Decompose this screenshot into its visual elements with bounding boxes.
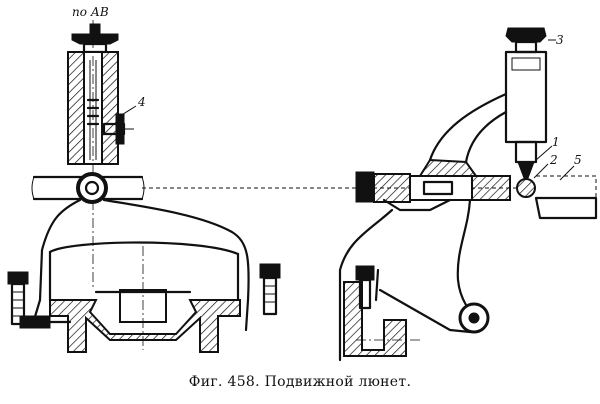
base-dovetail-left [49,246,241,353]
right-view [119,27,598,362]
label-4: 4 [138,95,146,109]
left-view [7,20,281,353]
label-3: 3 [556,33,564,47]
arched-frame-left [32,198,250,332]
top-knob-left [71,23,119,54]
label-1: 1 [552,135,560,149]
vertical-gauge-body [504,50,548,179]
label-5: 5 [574,153,582,167]
label-top-note: по АВ [72,5,109,19]
bracket-body-right [338,198,480,362]
figure-caption: Фиг. 458. Подвижной люнет. [188,374,412,390]
workpiece-section-right [516,178,536,198]
right-side-bolt [259,263,281,316]
side-screw-4 [102,113,134,145]
support-roller-left [76,172,108,204]
label-2: 2 [550,153,558,167]
horizontal-jaw-assembly [355,171,511,212]
lower-clamp-bolt [19,315,72,329]
vertical-housing-left [67,20,119,290]
label-leaders [119,39,575,181]
top-knob-3 [505,27,547,54]
curved-arm-right [418,92,508,177]
workpiece-5 [534,175,598,220]
left-side-bolt [7,271,29,326]
lower-pivot-roller [458,302,490,334]
